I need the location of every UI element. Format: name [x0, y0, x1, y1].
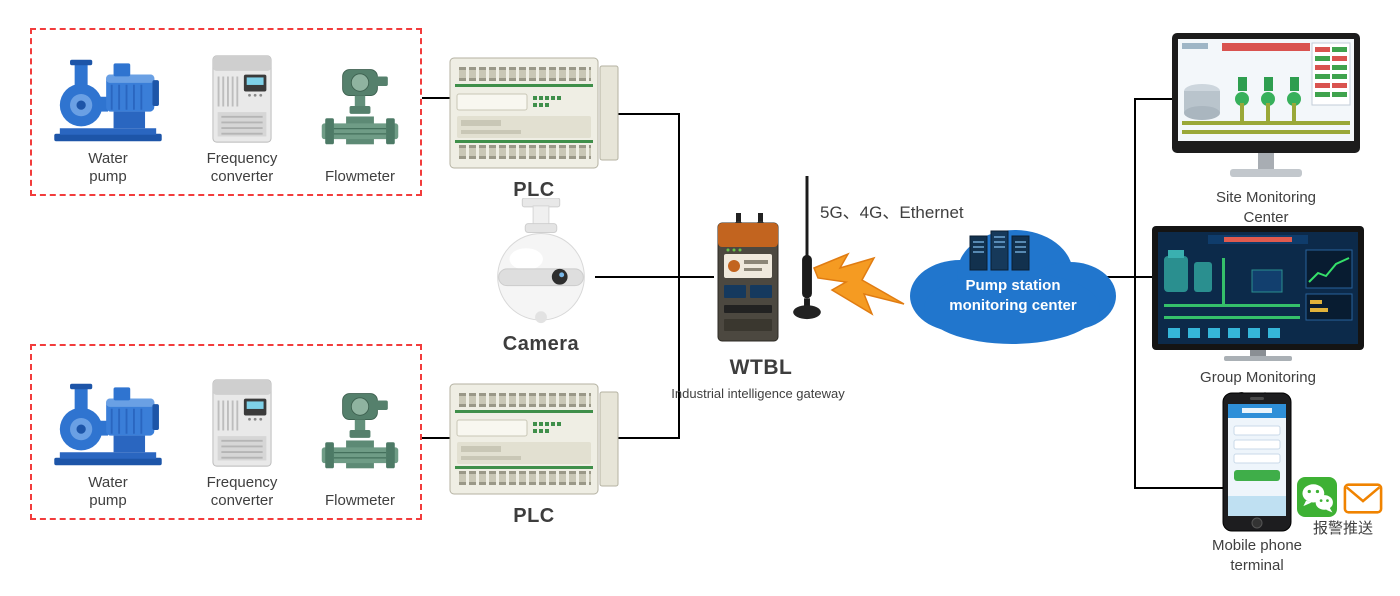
connector-plc-top-bus — [614, 113, 680, 115]
connector-camera-gateway — [595, 276, 714, 278]
lightning-bolt-icon — [813, 252, 905, 316]
site-monitor-icon — [1172, 33, 1360, 177]
plc-top: PLC — [449, 52, 619, 202]
frequency-converter-label: Frequency converter — [206, 150, 278, 185]
frequency-converter-icon — [212, 55, 272, 143]
water-pump-label: Water pump — [88, 150, 128, 185]
wechat-icon — [1297, 477, 1337, 517]
mobile-terminal-label: Mobile phone terminal — [1211, 537, 1303, 574]
connector-bottomgroup-plc — [422, 437, 450, 439]
water-pump-icon — [54, 59, 162, 142]
field-equipment-group-bottom: Water pump Frequency conv — [30, 344, 422, 520]
site-monitoring-label: Site Monitoring Center — [1215, 189, 1317, 226]
group-monitor-icon — [1152, 226, 1364, 361]
field-equipment-group-top: Water pump Frequency conv — [30, 28, 422, 196]
cloud-label: Pump station monitoring center — [949, 277, 1077, 315]
alarm-push-label: 报警推送 — [1312, 520, 1373, 537]
camera-label: Camera — [502, 333, 580, 355]
plc-bottom-label: PLC — [513, 505, 555, 527]
connector-cloud-bus — [1105, 276, 1154, 278]
plc-top-label: PLC — [513, 179, 555, 201]
plc-bottom: PLC — [449, 378, 619, 528]
connector-bus-mobile — [1134, 487, 1224, 489]
frequency-converter-icon — [212, 379, 272, 467]
water-pump-top: Water pump — [52, 56, 164, 186]
cloud-icon — [910, 230, 1116, 344]
plc-icon — [449, 383, 619, 495]
plc-icon — [449, 57, 619, 169]
mobile-phone-icon — [1222, 392, 1292, 532]
water-pump-label: Water pump — [88, 474, 128, 509]
antenna-icon — [793, 176, 821, 320]
flowmeter-bottom: Flowmeter — [320, 388, 400, 510]
ptz-camera-icon — [497, 198, 585, 324]
flowmeter-icon — [321, 69, 399, 145]
server-rack-icon — [969, 230, 1030, 271]
water-pump-icon — [54, 383, 162, 466]
flowmeter-label: Flowmeter — [324, 492, 395, 509]
frequency-converter-top: Frequency converter — [197, 54, 287, 186]
gateway-name: WTBL — [729, 356, 793, 379]
frequency-converter-bottom: Frequency converter — [197, 378, 287, 510]
flowmeter-top: Flowmeter — [320, 64, 400, 186]
water-pump-bottom: Water pump — [52, 380, 164, 510]
frequency-converter-label: Frequency converter — [206, 474, 278, 509]
flowmeter-label: Flowmeter — [324, 168, 395, 185]
camera-node: Camera — [485, 198, 597, 356]
connector-bus-site-monitor — [1134, 98, 1174, 100]
flowmeter-icon — [321, 393, 399, 469]
connector-topgroup-plc — [422, 97, 450, 99]
connector-right-bus-vertical — [1134, 98, 1136, 489]
gateway-description: Industrial intelligence gateway — [671, 386, 845, 401]
mail-envelope-icon — [1343, 483, 1383, 514]
connector-plc-bottom-bus — [614, 437, 680, 439]
connectivity-label: 5G、4G、Ethernet — [820, 203, 964, 222]
industrial-gateway-icon — [717, 213, 779, 342]
